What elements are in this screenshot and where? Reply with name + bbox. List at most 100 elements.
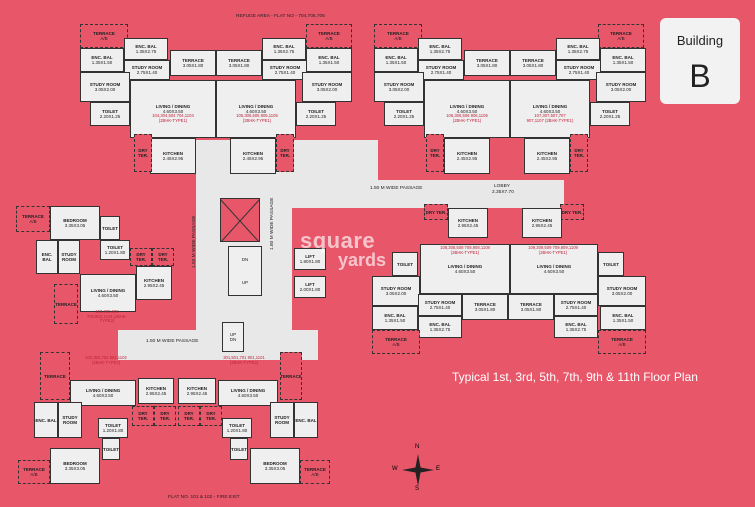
dry-terrace: DRY TER. — [178, 406, 200, 426]
dry-terrace: DRY TER. — [276, 134, 294, 172]
dry-ter-label: DRY TER. — [157, 252, 169, 262]
study-label: STUDY ROOM — [61, 252, 77, 262]
lift-1-size: 1.80X1.80 — [299, 259, 321, 264]
size: 1.35X1.50 — [612, 318, 634, 323]
terrace-label: TERRACE — [610, 31, 632, 36]
size: 2.20X1.25 — [599, 114, 621, 119]
study-label: STUDY ROOM — [131, 65, 163, 70]
dry-ter-label: DRY TER. — [183, 411, 195, 421]
enc-bal: ENC. BAL — [34, 402, 58, 438]
kitchen-label: KITCHEN — [458, 218, 478, 223]
size: 2.95X2.45 — [143, 283, 165, 288]
size: 1.35X2.75 — [273, 49, 295, 54]
lobby-label: LOBBY — [494, 184, 510, 189]
building-label: Building — [676, 33, 724, 48]
kitchen-label: KITCHEN — [144, 278, 164, 283]
compass-s: S — [415, 486, 420, 492]
enc-bal-label: ENC. BAL — [565, 322, 587, 327]
size: 4.60X3.50 — [456, 109, 478, 114]
size: 1.35X1.50 — [318, 60, 340, 65]
size: 1.35X1.50 — [91, 60, 113, 65]
toilet: TOILET — [392, 252, 418, 276]
center-passage-label: 1.50 M WIDE PASSAGE — [370, 186, 423, 191]
terrace-ab: A/B — [617, 36, 625, 41]
toilet-label: TOILET — [107, 245, 123, 250]
toilet-label: TOILET — [397, 261, 413, 267]
flat-number: 105,305,505 805,1105 (2BHK-TYPE1) — [236, 113, 278, 123]
terrace-ab: A/B — [29, 219, 37, 224]
enc-bal-label: ENC. BAL — [35, 417, 57, 423]
terrace-side: TERRACE — [40, 352, 70, 400]
toilet: TOILET — [598, 252, 624, 276]
terrace-label: TERRACE — [22, 214, 44, 219]
dry-ter-label: DRY TER. — [137, 148, 149, 158]
living-label: LIVING / DINING — [449, 104, 485, 109]
dry-terrace: DRY TER. — [130, 248, 152, 266]
size: 3.05X2.00 — [610, 87, 632, 92]
bedroom-label: BEDROOM — [63, 461, 87, 466]
bottom-edge-label: FLAT NO. 101 & 102 - FIRE EXIT — [168, 495, 240, 500]
size: 4.60X3.50 — [237, 393, 259, 398]
size: 1.35X2.75 — [135, 49, 157, 54]
toilet-label: TOILET — [396, 109, 412, 114]
terrace-ab: A/B — [325, 36, 333, 41]
stair-1: DN UP — [228, 246, 262, 296]
toilet-label: TOILET — [102, 225, 118, 231]
size: 4.60X3.50 — [92, 393, 114, 398]
terrace-label: TERRACE — [280, 373, 302, 379]
study-label: STUDY ROOM — [311, 82, 343, 87]
enc-bal-label: ENC. BAL — [318, 55, 340, 60]
living-label: LIVING / DINING — [532, 104, 568, 109]
size: 1.20X1.80 — [102, 428, 124, 433]
study-label: STUDY ROOM — [274, 415, 290, 425]
enc-bal-label: ENC. BAL — [612, 55, 634, 60]
dry-ter-label: DRY TER. — [137, 411, 149, 421]
size: 2.75X1.40 — [429, 305, 451, 310]
size: 3.35X3.05 — [64, 223, 86, 228]
size: 3.05X2.00 — [611, 291, 633, 296]
dn-label-1: DN — [241, 257, 249, 262]
size: 2.45X2.95 — [162, 156, 184, 161]
living-label: LIVING / DINING — [85, 388, 121, 393]
enc-bal: ENC. BAL — [294, 402, 318, 438]
size: 3.05X2.00 — [388, 87, 410, 92]
size: 1.35X2.75 — [429, 327, 451, 332]
size: 2.75X1.40 — [430, 70, 452, 75]
enc-bal-label: ENC. BAL — [41, 252, 53, 262]
size: 4.60X3.50 — [539, 109, 561, 114]
size: 3.05X1.80 — [520, 307, 542, 312]
size: 1.35X1.50 — [612, 60, 634, 65]
size: 3.05X1.80 — [476, 63, 498, 68]
terrace-ab: A/B — [394, 36, 402, 41]
enc-bal-label: ENC. BAL — [135, 44, 157, 49]
lift-2-label: LIFT — [305, 282, 315, 287]
compass-e: E — [436, 466, 441, 472]
floor-plan-title: Typical 1st, 3rd, 5th, 7th, 9th & 11th F… — [452, 370, 698, 384]
toilet-label: TOILET — [308, 109, 324, 114]
study-label: STUDY ROOM — [560, 300, 592, 305]
living-label: LIVING / DINING — [238, 104, 274, 109]
size: 2.75X1.40 — [136, 70, 158, 75]
enc-bal-label: ENC. BAL — [384, 313, 406, 318]
size: 4.60X3.50 — [543, 269, 565, 274]
